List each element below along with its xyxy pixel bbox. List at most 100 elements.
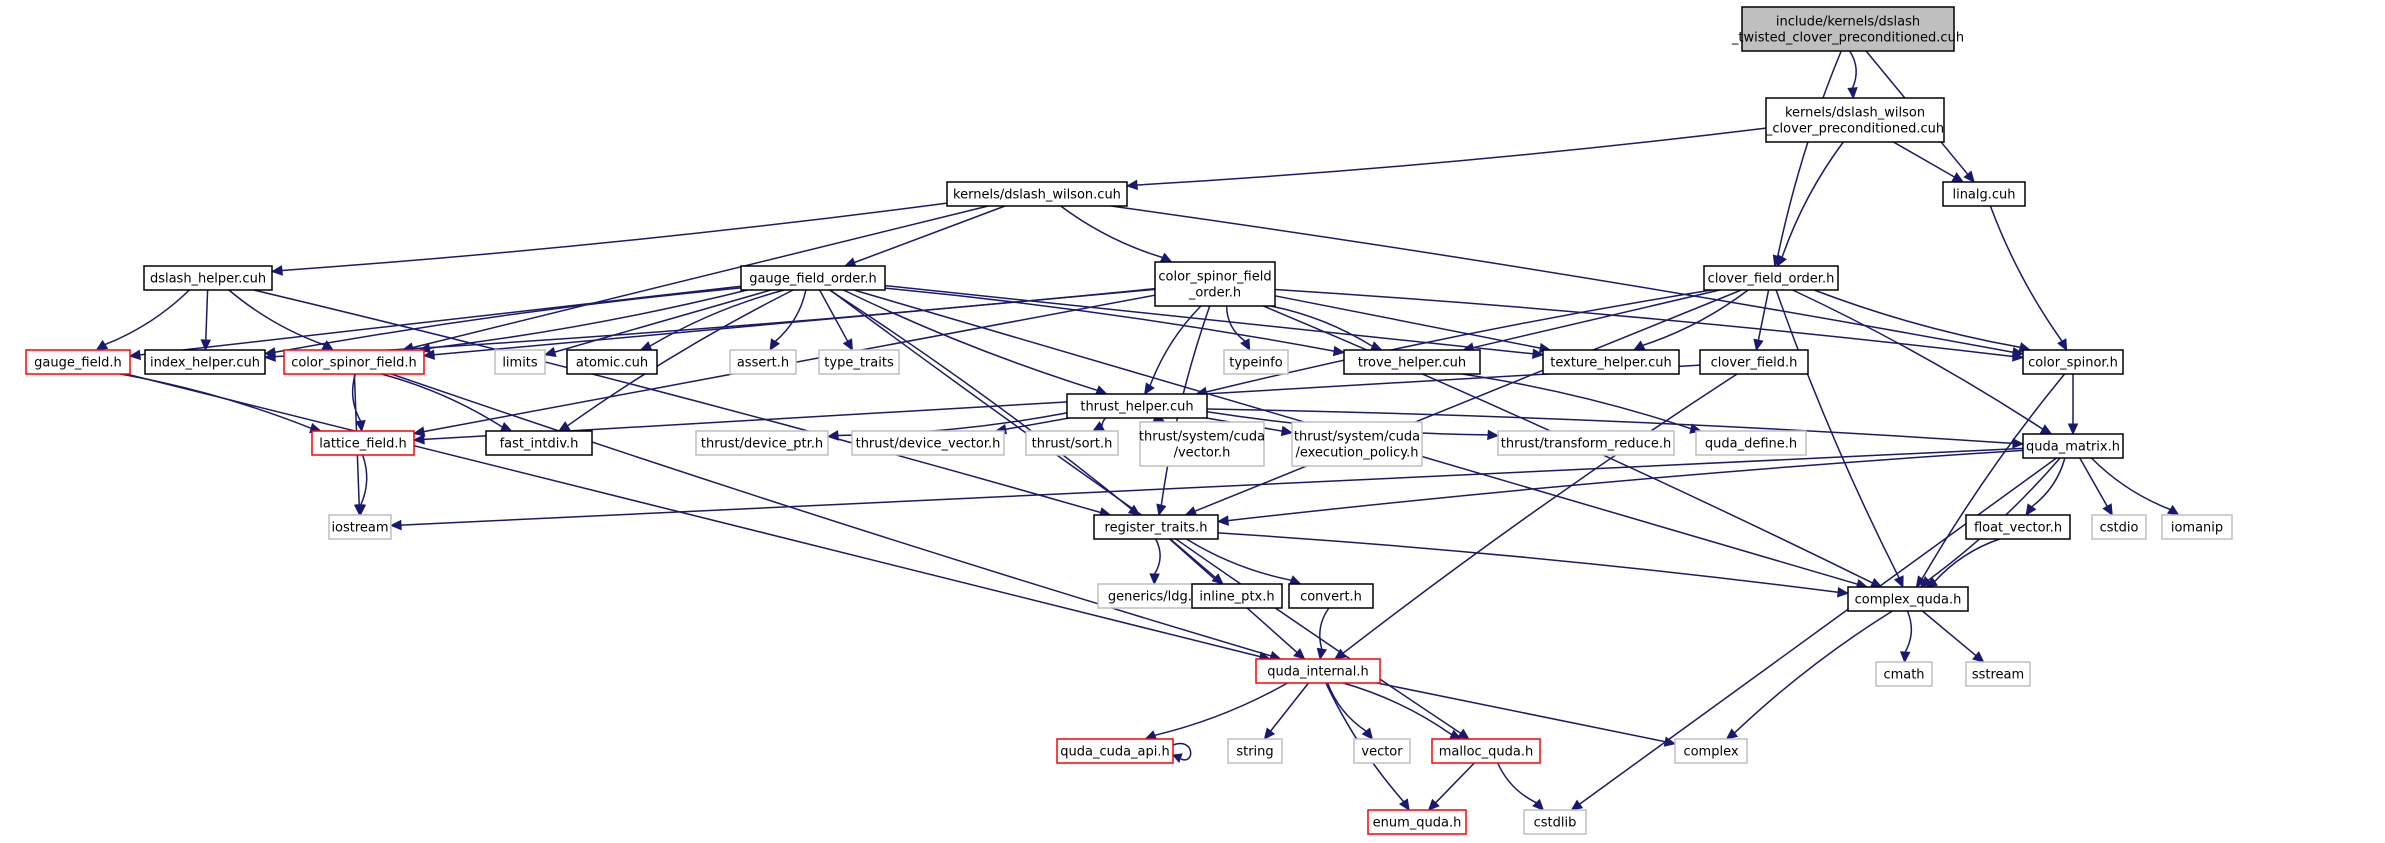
edge-line	[2079, 457, 2108, 507]
node-cstdlib[interactable]: cstdlib	[1523, 809, 1587, 835]
node-convert[interactable]: convert.h	[1288, 583, 1374, 609]
node-box	[25, 349, 131, 375]
node-label: /execution_policy.h	[1295, 446, 1418, 461]
node-box	[1523, 809, 1587, 835]
node-box	[1703, 265, 1839, 291]
node-malloc-quda[interactable]: malloc_quda.h	[1431, 738, 1541, 764]
node-label: thrust/system/cuda	[1139, 430, 1265, 445]
node-dslash-wilson-clover[interactable]: kernels/dslash_wilson_clover_preconditio…	[1765, 97, 1945, 143]
node-box	[485, 430, 593, 456]
node-linalg[interactable]: linalg.cuh	[1942, 181, 2026, 207]
node-atomic[interactable]: atomic.cuh	[566, 349, 658, 375]
node-complex[interactable]: complex	[1674, 738, 1748, 764]
edge-line	[829, 289, 1132, 510]
node-texture-helper[interactable]: texture_helper.cuh	[1542, 349, 1680, 375]
node-lattice-field[interactable]: lattice_field.h	[311, 430, 415, 456]
node-label: gauge_field.h	[34, 356, 122, 371]
edge-line	[1921, 610, 1977, 657]
node-thrust-sort[interactable]: thrust/sort.h	[1025, 430, 1119, 456]
node-register-traits[interactable]: register_traits.h	[1093, 514, 1219, 540]
node-thrust-helper[interactable]: thrust_helper.cuh	[1066, 393, 1208, 419]
node-label: kernels/dslash_wilson.cuh	[953, 188, 1121, 203]
node-typeinfo[interactable]: typeinfo	[1223, 349, 1289, 375]
node-box	[1255, 658, 1381, 684]
node-quda-cuda-api[interactable]: quda_cuda_api.h	[1056, 738, 1174, 764]
node-color-spinor[interactable]: color_spinor.h	[2022, 349, 2124, 375]
node-cstdio[interactable]: cstdio	[2091, 514, 2147, 540]
edge-line	[1153, 538, 1161, 575]
node-index-helper[interactable]: index_helper.cuh	[144, 349, 266, 375]
edge-line	[274, 287, 742, 354]
node-thrust-cuda-vector[interactable]: thrust/system/cuda/vector.h	[1139, 421, 1265, 467]
node-color-spinor-field[interactable]: color_spinor_field.h	[283, 349, 425, 375]
edge-register_traits-to-generics_ldg	[1149, 538, 1161, 586]
node-box	[144, 349, 266, 375]
edge-line	[1270, 305, 1373, 347]
node-string[interactable]: string	[1227, 738, 1283, 764]
node-trove-helper[interactable]: trove_helper.cuh	[1343, 349, 1481, 375]
node-box	[1741, 6, 1955, 52]
node-enum-quda[interactable]: enum_quda.h	[1367, 809, 1467, 835]
node-float-vector[interactable]: float_vector.h	[1965, 514, 2071, 540]
node-thrust-device-ptr[interactable]: thrust/device_ptr.h	[695, 430, 829, 456]
node-color-spinor-field-order[interactable]: color_spinor_field_order.h	[1154, 261, 1276, 307]
node-clover-field[interactable]: clover_field.h	[1699, 349, 1809, 375]
node-quda-internal[interactable]: quda_internal.h	[1255, 658, 1381, 684]
node-inline-ptx[interactable]: inline_ptx.h	[1191, 583, 1283, 609]
edge-gauge_field_order-to-trove_helper	[884, 287, 1346, 357]
edge-arrowhead	[1125, 179, 1138, 191]
edge-complex_quda-to-cmath	[1899, 610, 1913, 664]
node-thrust-cuda-exec[interactable]: thrust/system/cuda/execution_policy.h	[1291, 421, 1423, 467]
node-assert[interactable]: assert.h	[729, 349, 797, 375]
node-cmath[interactable]: cmath	[1875, 661, 1933, 687]
edge-line	[120, 373, 312, 429]
node-label: register_traits.h	[1105, 521, 1208, 536]
edge-arrowhead	[270, 265, 283, 276]
edge-line	[1206, 289, 1712, 393]
edge-quda_matrix-to-float_vector	[2025, 457, 2066, 516]
node-fast-intdiv[interactable]: fast_intdiv.h	[485, 430, 593, 456]
edge-dslash_wilson_clover-to-linalg	[1893, 141, 1965, 183]
node-box	[1875, 661, 1933, 687]
node-type-traits[interactable]: type_traits	[818, 349, 900, 375]
node-label: iostream	[331, 521, 388, 536]
edge-arrowhead	[543, 346, 557, 358]
node-complex-quda[interactable]: complex_quda.h	[1847, 586, 1969, 612]
node-sstream[interactable]: sstream	[1965, 661, 2031, 687]
node-quda-matrix[interactable]: quda_matrix.h	[2022, 433, 2124, 459]
node-thrust-device-vector[interactable]: thrust/device_vector.h	[851, 430, 1005, 456]
node-box	[1191, 583, 1283, 609]
edge-arrowhead	[2025, 503, 2037, 516]
edge-line	[1642, 289, 1749, 347]
node-label: typeinfo	[1229, 356, 1282, 371]
node-limits[interactable]: limits	[494, 349, 546, 375]
node-box	[2091, 514, 2147, 540]
node-iostream[interactable]: iostream	[328, 514, 392, 540]
node-box	[1765, 97, 1945, 143]
edge-arrowhead	[1369, 341, 1383, 352]
edge-line	[1227, 449, 2024, 522]
node-vector[interactable]: vector	[1353, 738, 1411, 764]
node-thrust-transform-reduce[interactable]: thrust/transform_reduce.h	[1497, 430, 1675, 456]
node-dslash-helper[interactable]: dslash_helper.cuh	[143, 265, 273, 291]
node-label: convert.h	[1300, 590, 1362, 605]
node-root[interactable]: include/kernels/dslash_twisted_clover_pr…	[1731, 6, 1964, 52]
node-quda-define[interactable]: quda_define.h	[1695, 430, 1807, 456]
edge-dslash_wilson-to-dslash_helper	[270, 202, 948, 276]
node-gauge-field[interactable]: gauge_field.h	[25, 349, 131, 375]
node-dslash-wilson[interactable]: kernels/dslash_wilson.cuh	[946, 181, 1128, 207]
node-label: texture_helper.cuh	[1550, 356, 1671, 371]
edge-convert-to-quda_internal	[1316, 607, 1330, 661]
node-box	[1343, 349, 1481, 375]
node-clover-field-order[interactable]: clover_field_order.h	[1703, 265, 1839, 291]
node-label: quda_matrix.h	[2026, 440, 2120, 455]
node-box	[1695, 430, 1807, 456]
edge-arrowhead	[557, 421, 571, 432]
node-gauge-field-order[interactable]: gauge_field_order.h	[740, 265, 886, 291]
node-iomanip[interactable]: iomanip	[2161, 514, 2233, 540]
edge-line	[1136, 127, 1767, 186]
node-label: vector	[1361, 745, 1403, 760]
edge-line	[1342, 373, 1738, 654]
edge-quda_matrix-to-register_traits	[1216, 449, 2024, 526]
edge-arrowhead	[95, 339, 109, 351]
